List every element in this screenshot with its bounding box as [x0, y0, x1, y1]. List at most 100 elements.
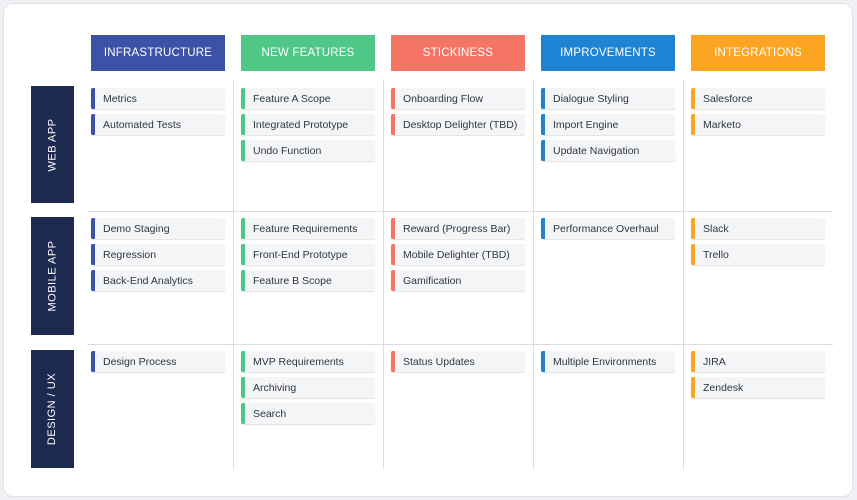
row-header-design-ux[interactable]: DESIGN / UX [31, 350, 74, 468]
card-label: Feature A Scope [253, 92, 331, 105]
card-label: Onboarding Flow [403, 92, 483, 105]
card-color-bar [391, 270, 395, 291]
card-performance-overhaul[interactable]: Performance Overhaul [541, 218, 675, 239]
card-zendesk[interactable]: Zendesk [691, 377, 825, 398]
card-color-bar [241, 270, 245, 291]
card-jira[interactable]: JIRA [691, 351, 825, 372]
card-color-bar [391, 114, 395, 135]
card-color-bar [391, 88, 395, 109]
card-label: Status Updates [403, 355, 475, 368]
card-label: Multiple Environments [553, 355, 657, 368]
card-label: Back-End Analytics [103, 274, 193, 287]
card-onboarding-flow[interactable]: Onboarding Flow [391, 88, 525, 109]
card-label: Mobile Delighter (TBD) [403, 248, 510, 261]
card-label: Reward (Progress Bar) [403, 222, 511, 235]
card-label: Slack [703, 222, 729, 235]
card-color-bar [241, 140, 245, 161]
card-label: Gamification [403, 274, 462, 287]
row-header-label: MOBILE APP [46, 240, 59, 312]
card-search[interactable]: Search [241, 403, 375, 424]
card-dialogue-styling[interactable]: Dialogue Styling [541, 88, 675, 109]
card-multiple-environments[interactable]: Multiple Environments [541, 351, 675, 372]
card-label: Desktop Delighter (TBD) [403, 118, 518, 131]
grid-divider [87, 211, 833, 212]
card-gamification[interactable]: Gamification [391, 270, 525, 291]
card-label: Archiving [253, 381, 297, 394]
card-color-bar [91, 114, 95, 135]
column-header-improvements[interactable]: IMPROVEMENTS [541, 35, 675, 71]
card-desktop-delighter[interactable]: Desktop Delighter (TBD) [391, 114, 525, 135]
card-mvp-requirements[interactable]: MVP Requirements [241, 351, 375, 372]
card-label: Front-End Prototype [253, 248, 348, 261]
card-color-bar [541, 114, 545, 135]
card-feature-b-scope[interactable]: Feature B Scope [241, 270, 375, 291]
column-header-stickiness[interactable]: STICKINESS [391, 35, 525, 71]
card-color-bar [241, 114, 245, 135]
card-label: Integrated Prototype [253, 118, 349, 131]
card-regression[interactable]: Regression [91, 244, 225, 265]
card-color-bar [691, 244, 695, 265]
card-status-updates[interactable]: Status Updates [391, 351, 525, 372]
card-integrated-prototype[interactable]: Integrated Prototype [241, 114, 375, 135]
card-label: JIRA [703, 355, 726, 368]
card-color-bar [691, 377, 695, 398]
card-undo-function[interactable]: Undo Function [241, 140, 375, 161]
card-color-bar [391, 244, 395, 265]
card-label: Demo Staging [103, 222, 170, 235]
card-archiving[interactable]: Archiving [241, 377, 375, 398]
card-reward-progress-bar[interactable]: Reward (Progress Bar) [391, 218, 525, 239]
grid-divider [383, 79, 384, 469]
card-color-bar [241, 244, 245, 265]
card-color-bar [91, 270, 95, 291]
card-slack[interactable]: Slack [691, 218, 825, 239]
grid-divider [683, 79, 684, 469]
card-color-bar [241, 377, 245, 398]
card-label: Salesforce [703, 92, 753, 105]
card-label: Zendesk [703, 381, 744, 394]
card-trello[interactable]: Trello [691, 244, 825, 265]
card-label: Design Process [103, 355, 177, 368]
row-header-web-app[interactable]: WEB APP [31, 86, 74, 203]
card-label: Automated Tests [103, 118, 182, 131]
grid-divider [87, 344, 833, 345]
card-color-bar [391, 351, 395, 372]
card-label: Dialogue Styling [553, 92, 629, 105]
card-color-bar [691, 218, 695, 239]
card-feature-requirements[interactable]: Feature Requirements [241, 218, 375, 239]
card-update-navigation[interactable]: Update Navigation [541, 140, 675, 161]
column-header-new-features[interactable]: NEW FEATURES [241, 35, 375, 71]
card-color-bar [541, 351, 545, 372]
row-header-mobile-app[interactable]: MOBILE APP [31, 217, 74, 335]
card-color-bar [91, 218, 95, 239]
card-mobile-delighter[interactable]: Mobile Delighter (TBD) [391, 244, 525, 265]
card-front-end-prototype[interactable]: Front-End Prototype [241, 244, 375, 265]
row-header-label: WEB APP [46, 117, 59, 172]
card-label: Performance Overhaul [553, 222, 659, 235]
card-color-bar [541, 140, 545, 161]
row-header-label: DESIGN / UX [46, 372, 59, 446]
card-color-bar [241, 351, 245, 372]
card-metrics[interactable]: Metrics [91, 88, 225, 109]
card-back-end-analytics[interactable]: Back-End Analytics [91, 270, 225, 291]
card-color-bar [691, 351, 695, 372]
card-label: Feature Requirements [253, 222, 358, 235]
card-label: Update Navigation [553, 144, 640, 157]
card-import-engine[interactable]: Import Engine [541, 114, 675, 135]
card-marketo[interactable]: Marketo [691, 114, 825, 135]
card-color-bar [241, 88, 245, 109]
card-color-bar [241, 218, 245, 239]
card-design-process[interactable]: Design Process [91, 351, 225, 372]
card-color-bar [541, 218, 545, 239]
card-color-bar [541, 88, 545, 109]
card-color-bar [91, 351, 95, 372]
card-label: Metrics [103, 92, 137, 105]
card-demo-staging[interactable]: Demo Staging [91, 218, 225, 239]
card-feature-a-scope[interactable]: Feature A Scope [241, 88, 375, 109]
roadmap-board: INFRASTRUCTURE NEW FEATURES STICKINESS I… [3, 3, 853, 497]
column-header-integrations[interactable]: INTEGRATIONS [691, 35, 825, 71]
column-header-infrastructure[interactable]: INFRASTRUCTURE [91, 35, 225, 71]
card-label: MVP Requirements [253, 355, 344, 368]
card-salesforce[interactable]: Salesforce [691, 88, 825, 109]
card-automated-tests[interactable]: Automated Tests [91, 114, 225, 135]
card-color-bar [241, 403, 245, 424]
